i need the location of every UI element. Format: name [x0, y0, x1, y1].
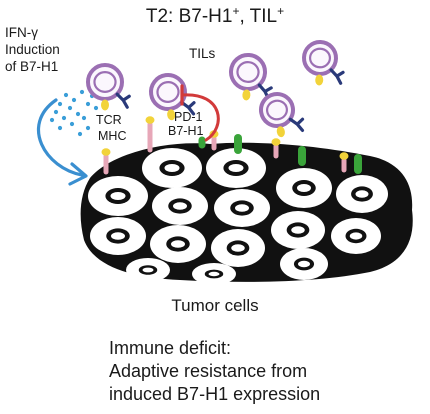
- b7h1-label: B7-H1: [168, 124, 204, 138]
- tumor-nucleus-core: [111, 232, 125, 240]
- tumor-nucleus-core: [164, 164, 180, 172]
- tumor-nucleus-core: [171, 240, 185, 248]
- cytokine-dot: [85, 101, 91, 107]
- til-yellow-marker: [101, 99, 109, 111]
- cytokine-dot: [85, 125, 91, 131]
- cytokine-dot: [53, 109, 59, 115]
- til-yellow-marker: [167, 109, 176, 121]
- til-nucleus: [265, 99, 289, 121]
- tumor-nucleus-core: [208, 271, 220, 277]
- til-yellow-marker: [242, 89, 251, 101]
- til-cell: [259, 92, 305, 138]
- tumor-nucleus-core: [355, 190, 369, 198]
- tumor-nucleus-core: [291, 226, 305, 234]
- til-membrane: [229, 53, 267, 91]
- cytokine-dot: [63, 92, 69, 98]
- tumor-nucleus-core: [173, 202, 187, 210]
- cytokine-dot: [57, 125, 63, 131]
- til-yellow-marker: [276, 126, 285, 138]
- tumor-nucleus-core: [298, 260, 310, 268]
- til-membrane: [302, 40, 338, 76]
- antigen-marker: [339, 152, 349, 160]
- cytokine-dot: [49, 117, 55, 123]
- antigen-marker: [271, 138, 281, 146]
- antigen-marker: [101, 148, 111, 156]
- til-membrane: [259, 92, 295, 128]
- tumor-cells-label: Tumor cells: [171, 296, 259, 315]
- ifn-gamma-dots: [49, 89, 99, 137]
- tcr-receptor: [115, 92, 131, 109]
- til-nucleus: [93, 71, 117, 93]
- til-nucleus: [156, 81, 180, 103]
- antigen-marker: [145, 116, 155, 124]
- mhc-label: MHC: [98, 129, 127, 143]
- til-cell: [302, 40, 345, 86]
- cytokine-dot: [61, 115, 67, 121]
- tumor-nucleus-core: [349, 232, 363, 240]
- tcr-receptor: [329, 68, 345, 85]
- cytokine-dot: [79, 89, 85, 95]
- cytokine-dot: [67, 105, 73, 111]
- tumor-nucleus-core: [228, 164, 244, 172]
- til-membrane: [86, 63, 124, 101]
- cytokine-dot: [77, 131, 83, 137]
- tils-label: TILs: [189, 46, 216, 61]
- cytokine-dot: [93, 105, 99, 111]
- cytokine-dot: [69, 121, 75, 127]
- til-cell: [229, 53, 273, 101]
- tumor-nucleus-core: [142, 267, 154, 273]
- tumor-nucleus-core: [110, 192, 126, 200]
- tumor-nucleus-core: [297, 184, 311, 192]
- caption: Immune deficit: Adaptive resistance from…: [109, 338, 321, 404]
- diagram-title: T2: B7-H1+, TIL+: [145, 4, 285, 27]
- til-membrane: [149, 73, 187, 111]
- cytokine-dot: [57, 101, 63, 107]
- cytokine-dot: [75, 111, 81, 117]
- ifn-gamma-label: IFN-γ Induction of B7-H1: [5, 25, 60, 74]
- tcr-label: TCR: [96, 113, 122, 127]
- ifn-arrowhead: [68, 162, 88, 186]
- til-cell: [86, 63, 131, 111]
- til-nucleus: [236, 61, 260, 83]
- cytokine-dot: [71, 97, 77, 103]
- ifn-induction-arrow: [36, 98, 84, 177]
- tcr-receptor: [288, 117, 305, 133]
- cytokine-dot: [81, 115, 87, 121]
- pd1-b7h1-interaction: [180, 93, 220, 142]
- til-yellow-marker: [315, 74, 324, 86]
- pd1-label: PD-1: [174, 110, 203, 124]
- til-nucleus: [308, 47, 332, 69]
- tumor-mass: [80, 142, 413, 285]
- tumor-nucleus-core: [235, 204, 249, 212]
- tumor-nucleus-core: [231, 244, 245, 252]
